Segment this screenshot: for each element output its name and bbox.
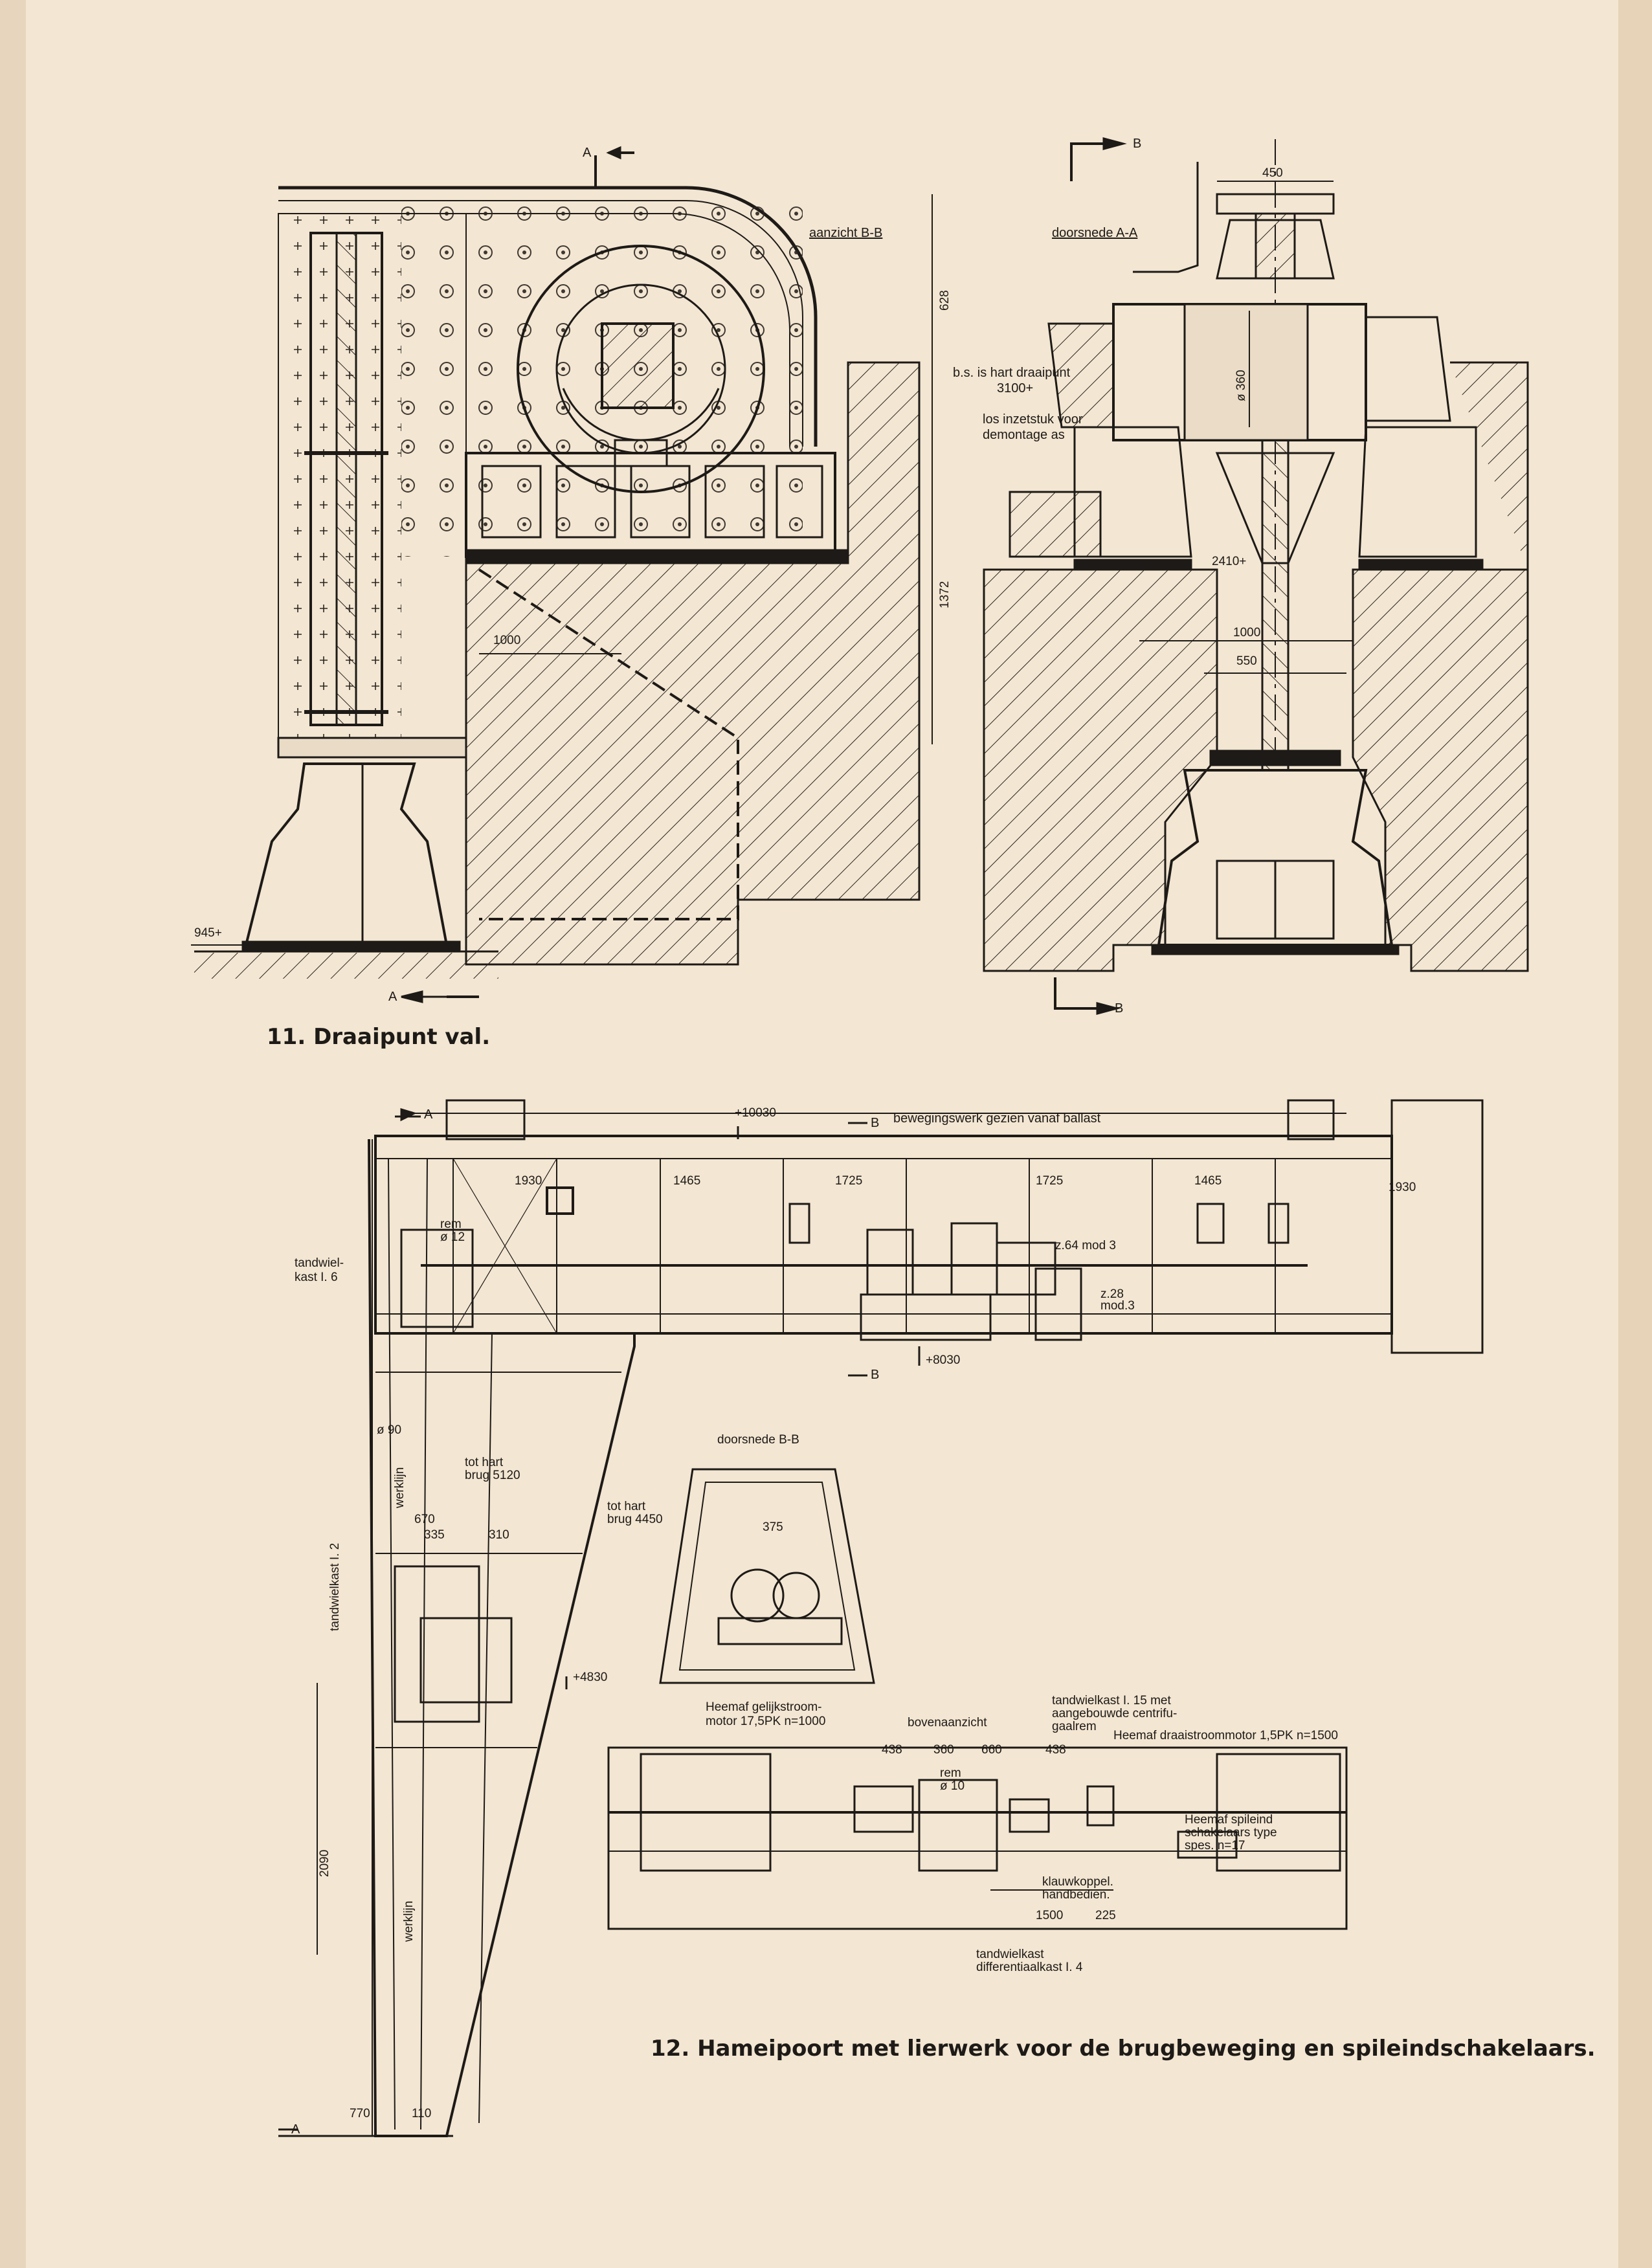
section-marker-b-top: B [1133,137,1142,151]
to-center-5120-line2: brug 5120 [465,1469,520,1482]
brake-plan-line1: rem [940,1766,961,1780]
coupling-line1: klauwkoppel. [1042,1875,1113,1889]
dimension-335: 335 [424,1528,445,1542]
dimension-top-5: 1465 [1194,1174,1222,1188]
insert-note-line1: los inzetstuk voor [983,412,1083,427]
dimension-670: 670 [414,1513,435,1526]
dimension-2090: 2090 [318,1849,331,1877]
to-center-4450-line1: tot hart [607,1500,646,1513]
to-center-5120-line1: tot hart [465,1456,504,1469]
marker-b-top: B [871,1116,880,1130]
gearbox-15-line1: tandwielkast I. 15 met [1052,1694,1171,1707]
dimension-plan-3: 660 [981,1743,1002,1757]
section-marker-a-bottom: A [388,990,397,1004]
level-note-line2: 3100+ [997,381,1034,395]
paper-right-edge [1618,0,1652,2268]
gearbox-16-line2: kast I. 6 [295,1271,338,1284]
coupling-line2: handbedien. [1042,1888,1110,1902]
gear-z28-line1: z.28 [1100,1287,1124,1301]
werklijn-lower: werklijn [402,1900,416,1942]
diameter-90: ø 90 [377,1423,402,1437]
differential-line1: tandwielkast [976,1948,1044,1961]
section-marker-b-bottom: B [1115,1001,1124,1016]
dimension-1000-right: 1000 [1233,626,1261,639]
limit-switch-line2: schakelaars type [1185,1826,1277,1840]
dimension-plan-4: 438 [1045,1743,1066,1757]
dimension-1500: 1500 [1036,1909,1064,1922]
dimension-110: 110 [412,2107,432,2120]
dimension-top-3: 1725 [835,1174,863,1188]
dimension-top-1: 1930 [515,1174,542,1188]
marker-a-bottom: A [291,2122,300,2137]
dc-motor-line2: motor 17,5PK n=1000 [706,1715,826,1728]
dc-motor-line1: Heemaf gelijkstroom- [706,1700,822,1714]
dimension-628: 628 [938,290,952,311]
differential-line2: differentiaalkast I. 4 [976,1961,1083,1974]
dimension-1000-left: 1000 [493,634,521,647]
ac-motor-label: Heemaf draaistroommotor 1,5PK n=1500 [1113,1729,1338,1742]
brake-plan-line2: ø 10 [940,1779,965,1793]
gearbox-15-line2: aangebouwde centrifu- [1052,1707,1178,1720]
movement-title: bewegingswerk gezien vanaf ballast [893,1111,1101,1126]
limit-switch-line1: Heemaf spileind [1185,1813,1273,1827]
level-8030: +8030 [926,1353,961,1367]
gear-z64: z.64 mod 3 [1055,1239,1116,1252]
dimension-top-6: 1930 [1389,1181,1416,1194]
gearbox-16-line1: tandwiel- [295,1256,344,1270]
dimension-375: 375 [763,1520,783,1534]
view-bb-title: aanzicht B-B [809,226,883,240]
level-4830: +4830 [573,1671,608,1684]
figure11-caption: 11. Draaipunt val. [267,1024,491,1050]
dimension-plan-1: 438 [882,1743,902,1757]
dimension-310: 310 [489,1528,509,1542]
section-aa-title: doorsnede A-A [1052,226,1138,240]
section-bb-title: doorsnede B-B [717,1433,799,1447]
dimension-top-2: 1465 [673,1174,701,1188]
section-marker-a-top: A [583,146,592,160]
dimension-top-4: 1725 [1036,1174,1064,1188]
figure12-gantry [278,1099,1484,2137]
brake-top-line2: ø 12 [440,1230,465,1244]
level-10030: +10030 [735,1106,776,1120]
dimension-1372: 1372 [938,581,952,608]
paper-left-edge [0,0,26,2268]
level-2410: 2410+ [1212,555,1247,568]
insert-note-line2: demontage as [983,428,1065,442]
dimension-770: 770 [350,2107,370,2120]
top-view-label: bovenaanzicht [908,1716,987,1729]
dimension-225: 225 [1095,1909,1116,1922]
dimension-plan-2: 360 [933,1743,954,1757]
limit-switch-line3: spes. n=17 [1185,1839,1245,1852]
brake-top-line1: rem [440,1217,462,1231]
dimension-dia-360: ø 360 [1234,370,1248,401]
figure12-caption: 12. Hameipoort met lierwerk voor de brug… [651,2036,1596,2062]
level-note-line1: b.s. is hart draaipunt [953,366,1071,380]
figure11-section-aa [983,137,1529,1015]
dimension-450: 450 [1262,166,1283,180]
level-945: 945+ [194,926,222,940]
gearbox-15-line3: gaalrem [1052,1720,1097,1733]
dimension-550: 550 [1236,654,1257,668]
to-center-4450-line2: brug 4450 [607,1513,663,1526]
figure11-view-bb [191,146,933,1003]
werklijn-upper: werklijn [393,1467,407,1508]
marker-a-top: A [424,1107,433,1122]
gearbox-12-label: tandwielkast I. 2 [328,1542,342,1631]
gear-z28-line2: mod.3 [1100,1299,1135,1313]
marker-b-bottom: B [871,1368,880,1382]
